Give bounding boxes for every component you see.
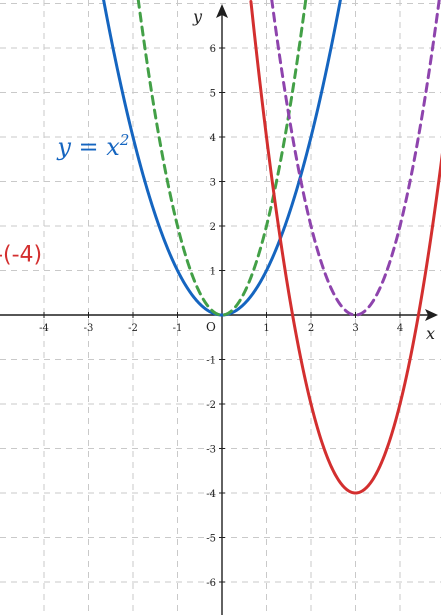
y-tick-label: -6: [206, 578, 216, 589]
y-tick-label: -1: [206, 356, 216, 367]
red-curve-label: -(-4): [0, 243, 42, 268]
x-tick-label: -3: [84, 323, 94, 334]
x-tick-label: -2: [128, 323, 138, 334]
y-tick-label: -2: [206, 400, 216, 411]
origin-label: O: [206, 320, 216, 334]
series-curves: [102, 0, 441, 495]
y-tick-label: -3: [206, 445, 216, 456]
y-tick-label: 3: [210, 178, 216, 189]
arrow-right-icon: [425, 309, 438, 321]
y-tick-label: -5: [206, 534, 216, 545]
series-blue-curve: [102, 0, 342, 317]
y-tick-label: 4: [210, 133, 216, 144]
y-tick-label: -4: [206, 489, 216, 500]
series-purple-curve: [270, 0, 441, 317]
x-tick-label: 1: [263, 323, 269, 334]
blue-curve-label: y = x2: [56, 131, 129, 161]
x-tick-label: 3: [352, 323, 358, 334]
series-red-curve: [249, 0, 441, 495]
y-tick-label: 1: [210, 267, 216, 278]
series-green-curve: [136, 0, 308, 317]
x-axis-label: x: [426, 324, 435, 343]
labels: -4 -3 -2 -1 1 2 3 4 -6 -5 -4 -3 -2 -1 1 2 3 4 5 6 x yOy = x2 -…: [0, 7, 435, 589]
x-tick-label: 4: [397, 323, 403, 334]
x-tick-label: -1: [173, 323, 183, 334]
y-axis-label: y: [192, 7, 203, 26]
y-tick-label: 5: [210, 89, 216, 100]
arrow-up-icon: [216, 4, 228, 18]
axes: [0, 4, 438, 615]
x-tick-label: 2: [308, 323, 314, 334]
x-tick-label: -4: [39, 323, 49, 334]
y-tick-label: 6: [210, 44, 216, 55]
y-tick-label: 2: [210, 222, 216, 233]
